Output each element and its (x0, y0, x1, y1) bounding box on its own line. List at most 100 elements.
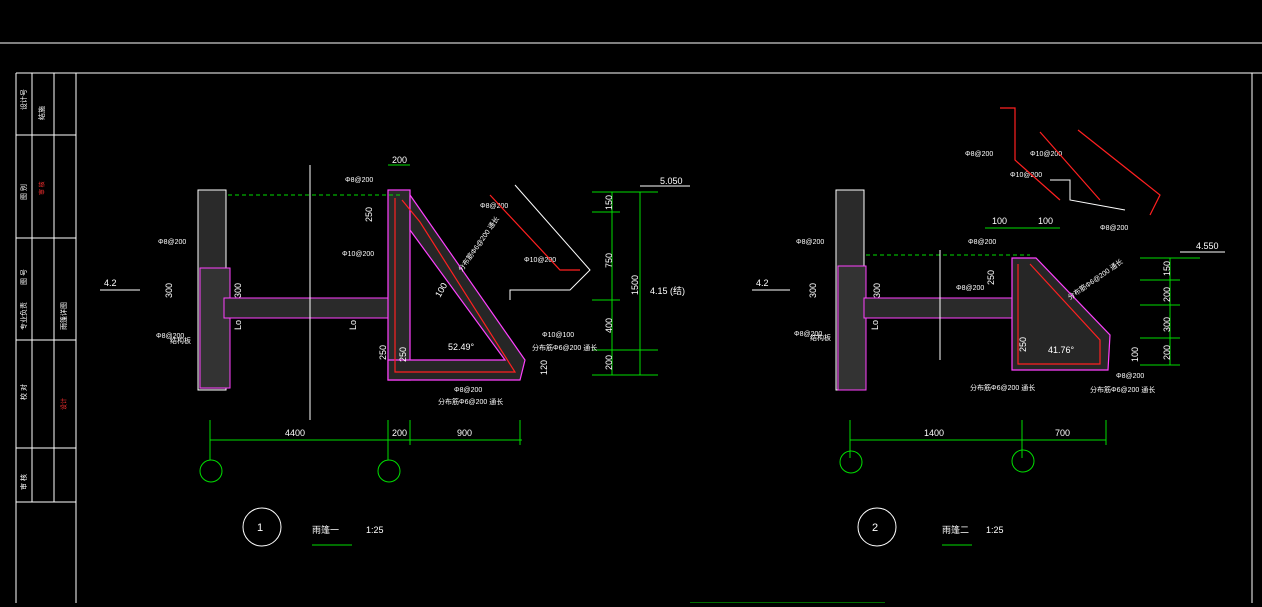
dim2-r-200b: 200 (1162, 345, 1172, 360)
detail-2-number: 2 (872, 522, 878, 534)
dim-100: 100 (433, 281, 449, 299)
dim-1400: 1400 (924, 428, 944, 438)
axis-circle-1a (199, 459, 223, 483)
axis-circle-2b (1011, 449, 1035, 473)
dim-300a: 300 (164, 283, 174, 298)
tb-value-2: 雨篷详图 (59, 302, 68, 330)
dim-200: 200 (392, 428, 407, 438)
note-1c: 分布筋Φ6@200 通长 (456, 215, 501, 274)
rebar-1d: Φ8@200 (156, 333, 184, 340)
tb-label-4: 专业负责 (19, 302, 28, 330)
rebar-2g: Φ10@200 (1010, 172, 1042, 179)
rebar-1b: Φ8@200 (158, 239, 186, 246)
dim-r-400: 400 (604, 318, 614, 333)
note-2b: 分布筋Φ6@200 通长 (1090, 385, 1155, 394)
note-1a: 分布筋Φ6@200 通长 (438, 397, 503, 406)
bar-shape-2b (1039, 131, 1101, 201)
rebar-1c: Φ10@200 (342, 251, 374, 258)
rebar-1e: Φ8@200 (480, 203, 508, 210)
elev-42-2: 4.2 (756, 278, 769, 288)
note-1b: 分布筋Φ6@200 通长 (532, 343, 597, 352)
dim-r-1500: 1500 (630, 275, 640, 295)
dim-4400: 4400 (285, 428, 305, 438)
detail-1-number: 1 (257, 522, 263, 534)
rebar-1f: Φ10@200 (524, 257, 556, 264)
dim-250c: 250 (398, 347, 408, 362)
label-jgb-2: 结构板 (810, 333, 831, 342)
rebar-2c: Φ8@200 (956, 285, 984, 292)
rebar-1h: Φ8@200 (454, 387, 482, 394)
axis-circle-1b (377, 459, 401, 483)
dim2-300b: 300 (872, 283, 882, 298)
canopy-2 (1011, 257, 1111, 371)
detail-1-scale: 1:25 (366, 525, 384, 535)
rebar-2d: Φ8@200 (794, 331, 822, 338)
slab-2 (863, 297, 1015, 319)
tb-label-6: 审 核 (19, 474, 28, 490)
dim-900: 900 (457, 428, 472, 438)
detail-2-scale: 1:25 (986, 525, 1004, 535)
detail-2: 1400 700 100 100 150 200 300 200 100 4.5… (752, 107, 1225, 547)
dim-top-200: 200 (392, 155, 407, 165)
rebar-1 (394, 198, 517, 373)
note-2c: 分布筋Φ6@200 通长 (1066, 257, 1125, 302)
dim-300b: 300 (233, 283, 243, 298)
tb-label-3: 图 号 (20, 269, 28, 285)
ring-beam-2 (837, 265, 867, 391)
elev-42-1: 4.2 (104, 278, 117, 288)
bar-shape-1b (509, 184, 591, 300)
ring-beam-1 (199, 267, 231, 389)
rebar-2 (1017, 263, 1101, 365)
dim-r-200: 200 (604, 355, 614, 370)
rebar-1g: Φ10@100 (542, 332, 574, 339)
detail-1: 4400 200 900 200 150 750 1500 400 200 5.… (100, 155, 690, 547)
dim-250a: 250 (364, 207, 374, 222)
dim2-250b: 250 (1018, 337, 1028, 352)
rebar-2b: Φ8@200 (968, 239, 996, 246)
dim-r-750: 750 (604, 253, 614, 268)
dim2-top-100b: 100 (1038, 216, 1053, 226)
tb-value-1: 结施 (37, 106, 46, 120)
dim2-300a: 300 (808, 283, 818, 298)
dim-120: 120 (539, 360, 549, 375)
elev-415: 4.15 (结) (650, 285, 685, 296)
label-jgb-1: 结构板 (170, 336, 191, 345)
lo-3: Lo (870, 320, 880, 330)
tb-label-1: 设计号 (19, 89, 28, 110)
detail-1-title: 雨篷一 (312, 524, 339, 535)
rebar-2h: Φ8@200 (1100, 225, 1128, 232)
tb-label-5: 校 对 (19, 384, 28, 400)
dim-250b: 250 (378, 345, 388, 360)
tb-red-1: 审 核 (38, 181, 46, 195)
dim2-r-300: 300 (1162, 317, 1172, 332)
dim-r-150: 150 (604, 195, 614, 210)
slab-1 (223, 297, 395, 319)
dim2-250a: 250 (986, 270, 996, 285)
dim2-r-200a: 200 (1162, 287, 1172, 302)
angle-2: 41.76° (1048, 345, 1075, 355)
angle-1: 52.49° (448, 342, 475, 352)
bar-shape-2c (1077, 129, 1161, 216)
rebar-2i: Φ8@200 (1116, 373, 1144, 380)
lo-2: Lo (348, 320, 358, 330)
detail-1-circle (242, 507, 282, 547)
rebar-2f: Φ10@200 (1030, 151, 1062, 158)
dim-700: 700 (1055, 428, 1070, 438)
bar-shape-2d (1050, 179, 1126, 211)
axis-circle-2a (839, 450, 863, 474)
rebar-2a: Φ8@200 (796, 239, 824, 246)
note-2a: 分布筋Φ6@200 通长 (970, 383, 1035, 392)
bar-shape-1 (489, 194, 580, 271)
tb-label-2: 图 别 (19, 184, 28, 200)
tb-red-2: 设计 (60, 398, 68, 410)
elev-5050: 5.050 (660, 176, 683, 186)
title-block: 设计号 图 别 图 号 专业负责 校 对 审 核 结施 雨篷详图 审 核 设计 (16, 73, 76, 503)
detail-2-circle (857, 507, 897, 547)
rebar-1a: Φ8@200 (345, 177, 373, 184)
elev-4550: 4.550 (1196, 241, 1219, 251)
dim2-r-100: 100 (1130, 347, 1140, 362)
lo-1: Lo (233, 320, 243, 330)
detail-2-title: 雨篷二 (942, 524, 969, 535)
